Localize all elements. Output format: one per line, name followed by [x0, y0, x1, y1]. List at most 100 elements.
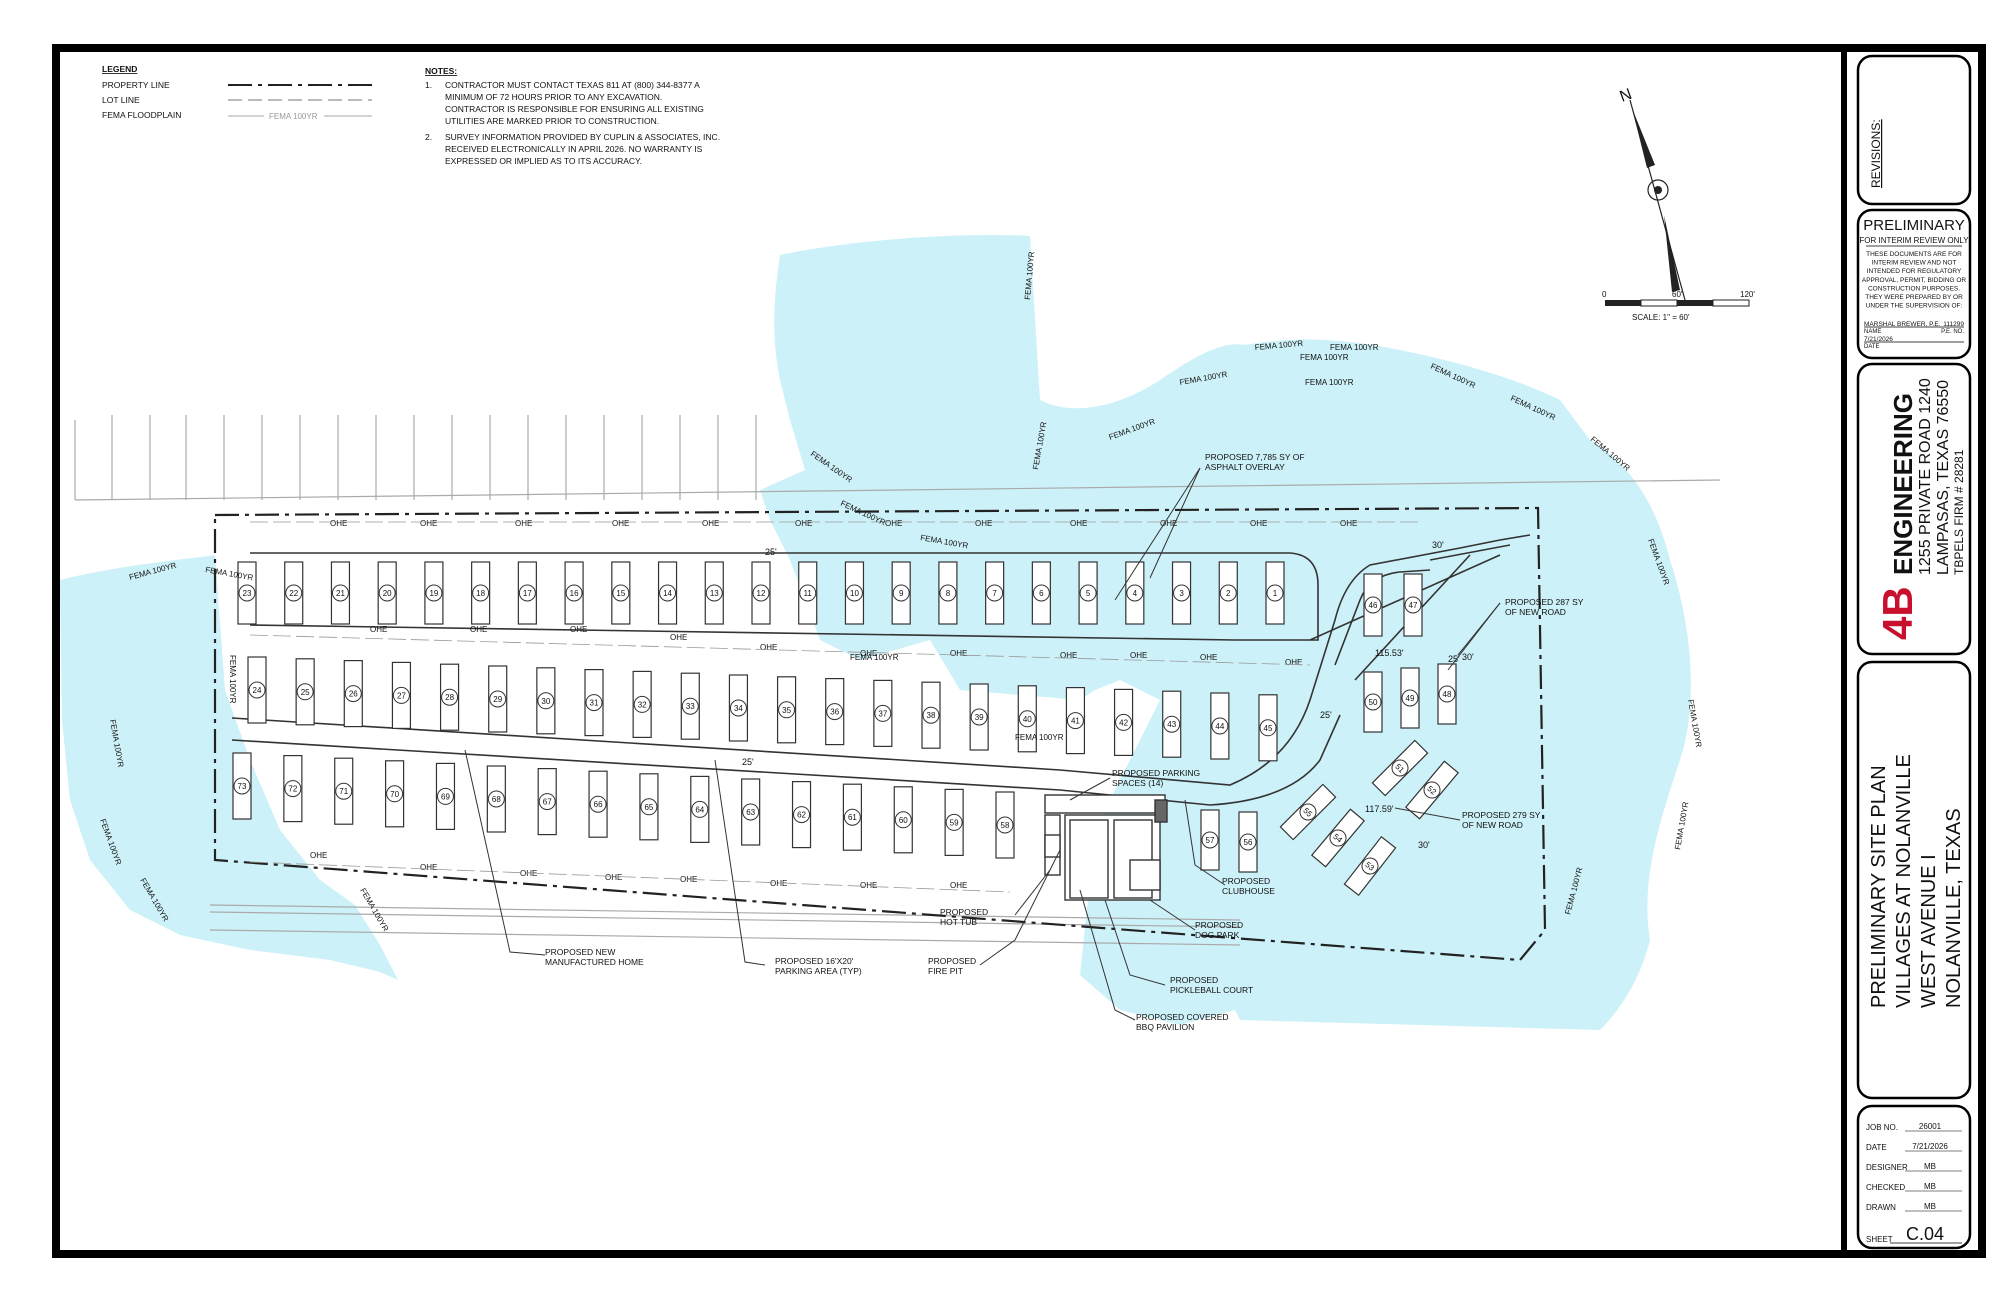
- lot-number: 22: [289, 589, 298, 598]
- fema-floodplain-label: FEMA 100YR: [1330, 343, 1379, 352]
- ohe-label: OHE: [420, 519, 437, 528]
- ohe-label: OHE: [310, 851, 327, 860]
- lot-number-circle: [640, 798, 658, 816]
- lot-number-circle: [945, 813, 963, 831]
- callout-text: PARKING AREA (TYP): [775, 966, 862, 976]
- ohe-label: OHE: [1250, 519, 1267, 528]
- lot: 28: [439, 663, 460, 731]
- lot-number-circle: [1211, 717, 1229, 735]
- lot-number-circle: [729, 699, 747, 717]
- lot: 16: [564, 561, 584, 625]
- lot-number: 43: [1167, 720, 1176, 729]
- lot-number-circle: [238, 584, 256, 602]
- lot-number-circle: [284, 780, 302, 798]
- lot: 22: [284, 561, 304, 625]
- lot-number: 60: [899, 816, 908, 825]
- lot-number: 1: [1273, 589, 1278, 598]
- seal-box: [1856, 208, 1972, 360]
- info-value: MB: [1924, 1182, 1936, 1191]
- ohe-label: OHE: [1340, 519, 1357, 528]
- lot-number: 23: [243, 589, 252, 598]
- info-label: DATE: [1866, 1143, 1887, 1152]
- ohe-label: OHE: [1130, 651, 1147, 660]
- seal-title: PRELIMINARY: [1863, 217, 1964, 234]
- project-title-box: [1856, 660, 1972, 1100]
- lot-number: 31: [590, 699, 599, 708]
- project-line4: NOLANVILLE, TEXAS: [1943, 808, 1965, 1008]
- note-number: 2.: [425, 132, 432, 142]
- callout-text: OF NEW ROAD: [1505, 607, 1566, 617]
- lot-number-circle: [894, 811, 912, 829]
- lot: 66: [588, 770, 608, 838]
- callout-text: PROPOSED: [928, 956, 976, 966]
- lot-number-circle: [1423, 781, 1441, 799]
- callout-text: PROPOSED: [1170, 975, 1218, 985]
- overhead-electric-line: [249, 861, 1011, 893]
- lot-number-circle: [1404, 596, 1422, 614]
- legend: LEGEND PROPERTY LINE LOT LINE FEMA FLOOD…: [102, 64, 372, 121]
- lot-number-circle: [565, 584, 583, 602]
- revisions-box: [1856, 54, 1972, 206]
- lot-number: 12: [757, 589, 766, 598]
- lot-number-circle: [826, 703, 844, 721]
- lot: 54: [1310, 808, 1366, 868]
- dim-label: 25': [1448, 654, 1460, 664]
- firm-name: ENGINEERING: [1888, 393, 1918, 575]
- lot-number: 72: [288, 785, 297, 794]
- lot: 4: [1125, 561, 1145, 625]
- lot-number: 68: [492, 795, 501, 804]
- lot: 39: [969, 683, 989, 751]
- lot: 64: [690, 775, 710, 844]
- lot-number: 16: [570, 589, 579, 598]
- lot-number-circle: [793, 806, 811, 824]
- lot-number-circle: [845, 584, 863, 602]
- lot-number: 38: [927, 711, 936, 720]
- fema-floodplain-label: FEMA 100YR: [1300, 353, 1349, 362]
- lot: 40: [1017, 685, 1037, 753]
- lot: 48: [1437, 663, 1457, 725]
- lot-number-circle: [705, 584, 723, 602]
- lot-number-circle: [441, 688, 459, 706]
- lot-number-circle: [489, 690, 507, 708]
- lot: 23: [237, 561, 257, 625]
- lot: 67: [537, 767, 557, 836]
- lot-number-circle: [248, 681, 266, 699]
- lot: 49: [1400, 667, 1420, 729]
- ohe-label: OHE: [950, 649, 967, 658]
- note-line: MINIMUM OF 72 HOURS PRIOR TO ANY EXCAVAT…: [445, 92, 662, 102]
- lot: 63: [741, 778, 761, 846]
- fema-floodplain-label: FEMA 100YR: [228, 655, 237, 704]
- lot-number-circle: [752, 584, 770, 602]
- note-line: EXPRESSED OR IMPLIED AS TO ITS ACCURACY.: [445, 156, 642, 166]
- firm-tbpels: TBPELS FIRM # 28281: [1952, 449, 1966, 575]
- lot-number: 26: [349, 690, 358, 699]
- seal-subtitle: FOR INTERIM REVIEW ONLY: [1859, 236, 1969, 245]
- ohe-label: OHE: [1070, 519, 1087, 528]
- fema-floodplain-area: [60, 234, 1691, 1030]
- callout-text: FIRE PIT: [928, 966, 963, 976]
- sheet-number: C.04: [1906, 1224, 1944, 1244]
- seal-body-line: UNDER THE SUPERVISION OF:: [1866, 303, 1963, 310]
- preliminary-seal: PRELIMINARY FOR INTERIM REVIEW ONLY MARS…: [1859, 217, 1969, 350]
- lot-number: 33: [686, 702, 695, 711]
- lot: 52: [1404, 760, 1460, 820]
- lot-number-circle: [378, 584, 396, 602]
- lot-number: 47: [1409, 601, 1418, 610]
- callout-leaders: [464, 467, 1501, 1021]
- lot: 58: [995, 791, 1015, 859]
- callout-text: ASPHALT OVERLAY: [1205, 462, 1285, 472]
- sheet-label: SHEET: [1866, 1235, 1893, 1244]
- lot-number-circle: [939, 584, 957, 602]
- fema-floodplain-label: FEMA 100YR: [850, 653, 899, 662]
- lot-number: 3: [1179, 589, 1184, 598]
- seal-body-line: APPROVAL, PERMIT, BIDDING OR: [1862, 277, 1967, 284]
- dim-label: 25': [765, 547, 777, 557]
- lot-number: 19: [429, 589, 438, 598]
- lot-number: 40: [1023, 715, 1032, 724]
- lot: 15: [611, 561, 631, 625]
- adjacent-lot-lines: [74, 415, 1721, 946]
- fema-floodplain-label: FEMA 100YR: [1023, 251, 1036, 300]
- callout-text: BBQ PAVILION: [1136, 1022, 1194, 1032]
- lot-number: 7: [992, 589, 997, 598]
